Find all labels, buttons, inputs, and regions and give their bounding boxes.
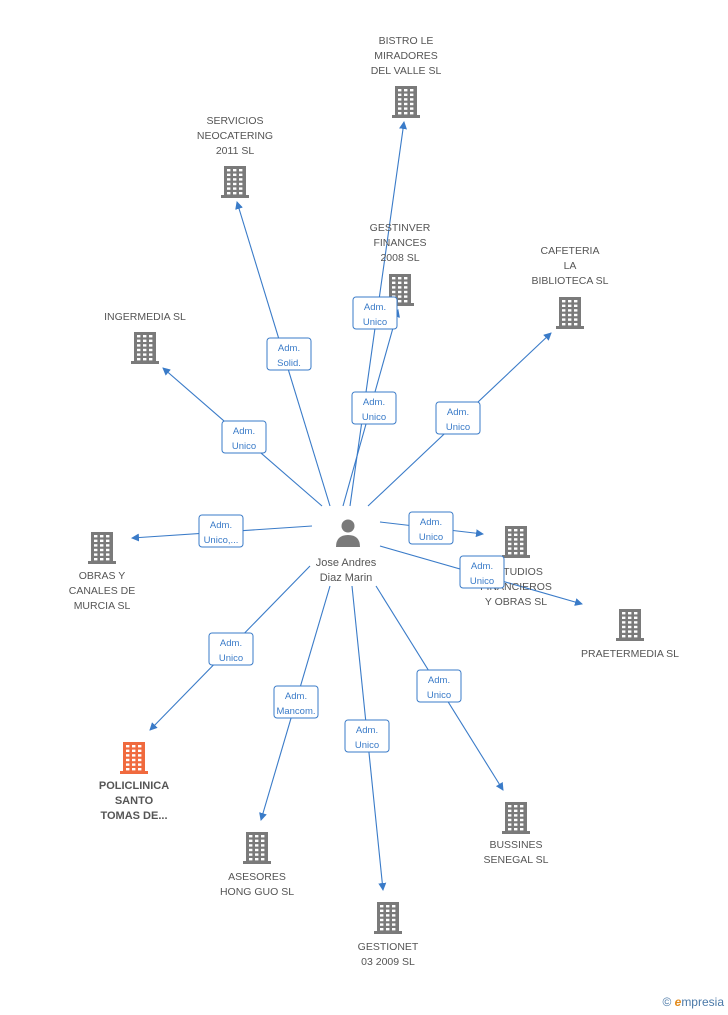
role-badge-gestionet[interactable]: Adm. Unico <box>344 719 390 753</box>
person-name-line-1: Jose Andres <box>316 557 377 569</box>
role-text-line: Unico <box>362 412 386 423</box>
role-text-line: Adm. <box>447 407 469 418</box>
role-badge-ingermedia[interactable]: Adm. Unico <box>221 420 267 454</box>
role-text-line: Mancom. <box>276 706 315 717</box>
role-text-line: Adm. <box>285 691 307 702</box>
role-text-line: Adm. <box>210 520 232 531</box>
company-name-line: GESTIONET <box>358 941 419 953</box>
role-text-line: Unico <box>363 317 387 328</box>
role-text-line: Adm. <box>363 397 385 408</box>
role-badge-praetermedia[interactable]: Adm. Unico <box>459 555 505 589</box>
company-name-line: MIRADORES <box>374 50 438 62</box>
company-name-line: ASESORES <box>228 871 286 883</box>
company-node-bistro[interactable]: BISTRO LE MIRADORES DEL VALLE SL <box>371 35 442 118</box>
company-name-line: SENEGAL SL <box>484 854 549 866</box>
company-node-praetermedia[interactable]: PRAETERMEDIA SL <box>581 609 679 660</box>
brand-logo-initial: e <box>674 995 682 1009</box>
company-name-line: 2008 SL <box>380 252 419 264</box>
company-name-line: SERVICIOS <box>207 115 264 127</box>
building-icon <box>616 609 644 641</box>
company-name-line: BUSSINES <box>489 839 542 851</box>
role-text-line: Adm. <box>233 426 255 437</box>
company-name-line: FINANCES <box>373 237 426 249</box>
role-text-line: Adm. <box>364 302 386 313</box>
company-name-line: PRAETERMEDIA SL <box>581 648 679 660</box>
role-badge-bistro[interactable]: Adm. Unico <box>352 296 398 330</box>
role-text-line: Adm. <box>356 725 378 736</box>
brand-logo-text: mpresia <box>681 995 724 1009</box>
company-name-line: CAFETERIA <box>541 245 600 257</box>
role-text-line: Unico <box>355 740 379 751</box>
company-name-line: GESTINVER <box>370 222 431 234</box>
role-text-line: Adm. <box>420 517 442 528</box>
role-badge-obras[interactable]: Adm. Unico,... <box>198 514 244 548</box>
company-name-line: CANALES DE <box>69 585 136 597</box>
role-text-line: Unico <box>219 653 243 664</box>
role-text-line: Unico <box>232 441 256 452</box>
building-icon <box>120 742 148 774</box>
company-node-servicios[interactable]: SERVICIOS NEOCATERING 2011 SL <box>197 115 273 198</box>
company-name-line: SANTO <box>115 795 154 807</box>
company-name-line: HONG GUO SL <box>220 886 294 898</box>
person-icon <box>336 519 360 547</box>
company-name-line: LA <box>564 260 577 272</box>
building-icon <box>374 902 402 934</box>
company-name-line: 2011 SL <box>216 145 254 157</box>
company-name-line: 03 2009 SL <box>361 956 415 968</box>
company-name-line: DEL VALLE SL <box>371 65 442 77</box>
company-name-line: TOMAS DE... <box>100 810 167 822</box>
company-name-line: INGERMEDIA SL <box>104 311 186 323</box>
company-name-line: Y OBRAS SL <box>485 596 547 608</box>
role-text-line: Adm. <box>220 638 242 649</box>
copyright-symbol: © <box>662 995 672 1009</box>
building-icon <box>392 86 420 118</box>
role-text-line: Adm. <box>278 343 300 354</box>
company-name-line: POLICLINICA <box>99 780 169 792</box>
role-badge-bussines[interactable]: Adm. Unico <box>416 669 462 703</box>
role-badge-policlinica[interactable]: Adm. Unico <box>208 632 254 666</box>
role-text-line: Unico <box>419 532 443 543</box>
company-node-policlinica[interactable]: POLICLINICA SANTO TOMAS DE... <box>99 742 169 822</box>
company-node-cafeteria[interactable]: CAFETERIA LA BIBLIOTECA SL <box>531 245 609 329</box>
building-icon <box>502 526 530 558</box>
role-text-line: Unico <box>470 576 494 587</box>
building-icon <box>131 332 159 364</box>
role-text-line: Unico <box>427 690 451 701</box>
brand-watermark: © empresia <box>662 995 724 1009</box>
role-text-line: Adm. <box>428 675 450 686</box>
center-person-node[interactable]: Jose Andres Diaz Marin <box>316 519 377 585</box>
company-node-asesores[interactable]: ASESORES HONG GUO SL <box>220 832 294 898</box>
role-badge-asesores[interactable]: Adm. Mancom. <box>273 685 319 719</box>
role-text-line: Unico <box>446 422 470 433</box>
building-icon <box>556 297 584 329</box>
company-name-line: BISTRO LE <box>379 35 434 47</box>
building-icon <box>502 802 530 834</box>
company-name-line: NEOCATERING <box>197 130 273 142</box>
building-icon <box>88 532 116 564</box>
company-node-bussines[interactable]: BUSSINES SENEGAL SL <box>484 802 549 866</box>
person-name-line-2: Diaz Marin <box>320 572 373 584</box>
company-name-line: OBRAS Y <box>79 570 126 582</box>
company-name-line: MURCIA SL <box>74 600 131 612</box>
building-icon <box>221 166 249 198</box>
company-node-gestionet[interactable]: GESTIONET 03 2009 SL <box>358 902 419 968</box>
role-badge-servicios[interactable]: Adm. Solid. <box>266 337 312 371</box>
role-text-line: Adm. <box>471 561 493 572</box>
company-name-line: BIBLIOTECA SL <box>531 275 608 287</box>
role-badge-estudios[interactable]: Adm. Unico <box>408 511 454 545</box>
company-node-ingermedia[interactable]: INGERMEDIA SL <box>104 311 186 364</box>
role-text-line: Solid. <box>277 358 301 369</box>
company-node-obras[interactable]: OBRAS Y CANALES DE MURCIA SL <box>69 532 136 612</box>
role-badge-gestinver[interactable]: Adm. Unico <box>351 391 397 425</box>
role-badge-cafeteria[interactable]: Adm. Unico <box>435 401 481 435</box>
company-node-gestinver[interactable]: GESTINVER FINANCES 2008 SL <box>370 222 431 306</box>
building-icon <box>243 832 271 864</box>
role-text-line: Unico,... <box>204 535 239 546</box>
